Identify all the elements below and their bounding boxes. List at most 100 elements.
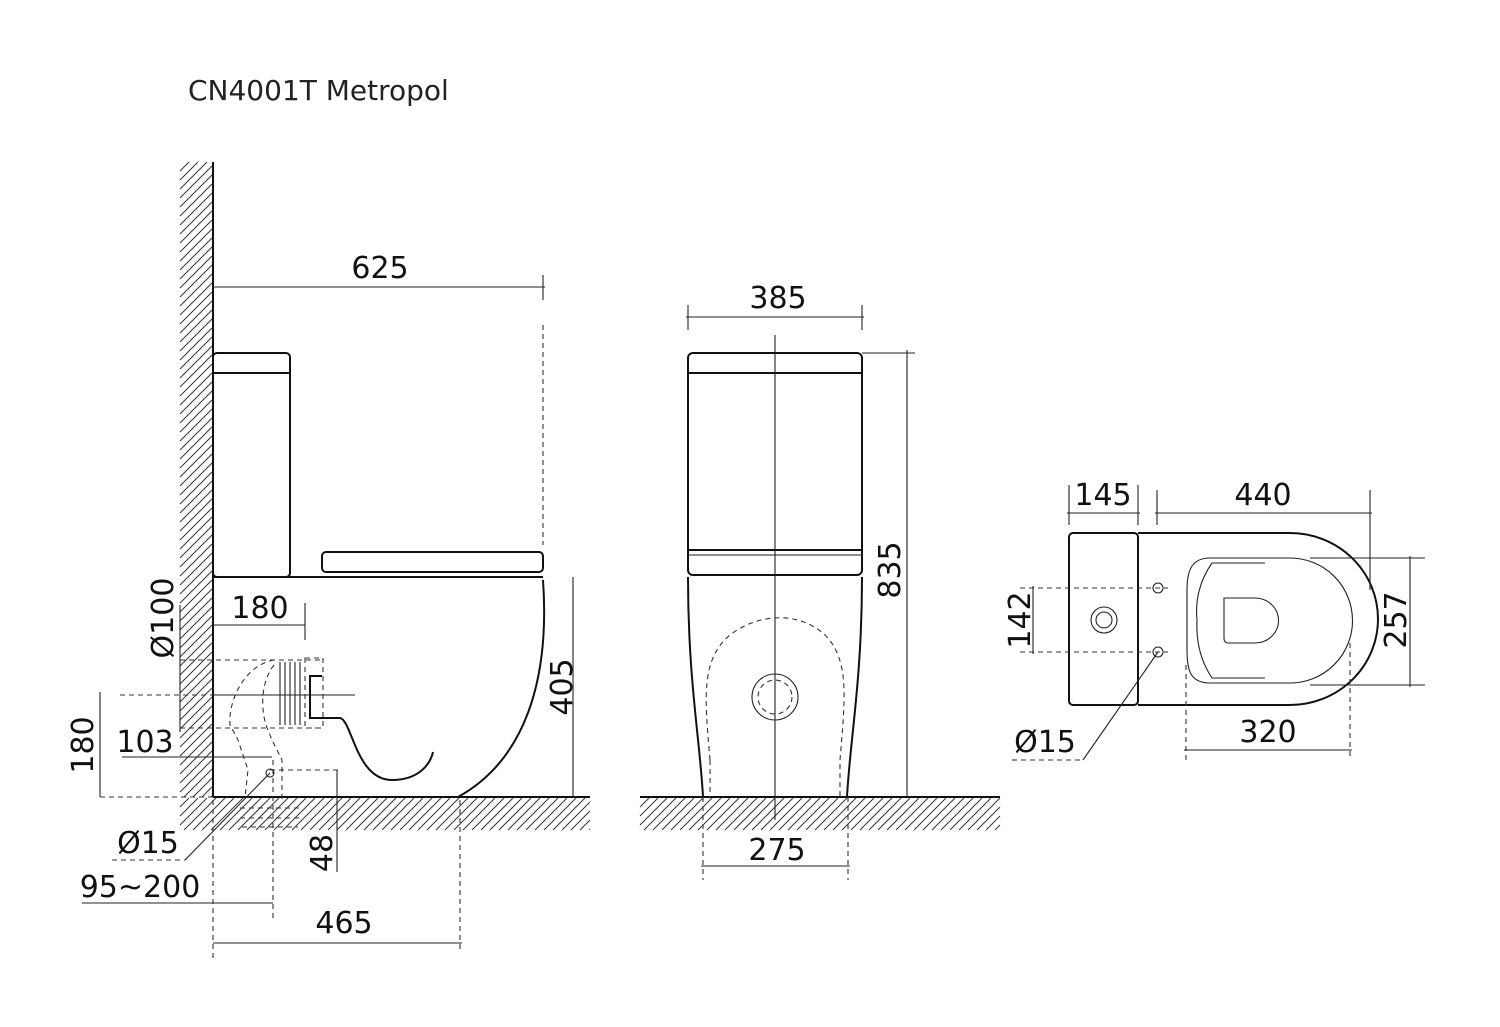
hatch-line <box>498 797 532 831</box>
hatch-line <box>179 660 213 694</box>
dim-180-top: 180 <box>231 591 288 626</box>
hatch-line <box>179 327 213 361</box>
flush-button-icon <box>1090 606 1118 634</box>
hatch-line <box>462 797 496 831</box>
hatch-line <box>179 480 213 514</box>
hatch-line <box>345 797 379 831</box>
hatch-line <box>805 797 839 831</box>
hatch-line <box>179 489 213 523</box>
hatch-line <box>192 777 213 798</box>
hatch-line <box>489 797 523 831</box>
bowl-top <box>1138 532 1379 706</box>
hatch-line <box>561 801 591 831</box>
hatch-line <box>179 797 199 817</box>
dim-465: 465 <box>315 906 372 941</box>
hatch-line <box>237 797 271 831</box>
hatch-line <box>507 797 541 831</box>
hatch-line <box>179 642 213 676</box>
hatch-line <box>179 797 190 808</box>
hatch-line <box>179 318 213 352</box>
hatch-line <box>670 797 704 831</box>
dim-142: 142 <box>1003 591 1038 648</box>
hatch-line <box>228 797 262 831</box>
floor-hatch-side <box>179 797 591 831</box>
hatch-line <box>579 819 591 831</box>
hatch-line <box>733 797 767 831</box>
hatch-line <box>859 797 893 831</box>
hatch-line <box>179 345 213 379</box>
dim-103: 103 <box>116 725 173 760</box>
hatch-line <box>372 797 406 831</box>
hatch-line <box>525 797 559 831</box>
hatch-line <box>179 161 199 181</box>
hatch-line <box>179 651 213 685</box>
hatch-line <box>179 534 213 568</box>
hatch-line <box>179 516 213 550</box>
wall-hatch <box>179 161 213 798</box>
dim-440: 440 <box>1234 478 1291 513</box>
hatch-line <box>179 462 213 496</box>
hatch-line <box>444 797 478 831</box>
hatch-line <box>639 797 668 826</box>
cistern-top <box>1068 532 1139 706</box>
hatch-line <box>426 797 460 831</box>
hatch-line <box>399 797 433 831</box>
hatch-line <box>192 797 226 831</box>
hatch-line <box>179 624 213 658</box>
hatch-line <box>179 561 213 595</box>
trap-curve <box>309 675 434 782</box>
hatch-line <box>291 797 325 831</box>
hatch-line <box>688 797 722 831</box>
hatch-line <box>877 797 911 831</box>
hatch-line <box>179 606 213 640</box>
hatch-line <box>179 633 213 667</box>
hatch-line <box>179 588 213 622</box>
hatch-line <box>949 797 983 831</box>
hatch-line <box>823 797 857 831</box>
hatch-line <box>913 797 947 831</box>
hatch-line <box>787 797 821 831</box>
hatch-line <box>381 797 415 831</box>
hatch-line <box>179 714 213 748</box>
fixing-hole <box>1152 646 1164 658</box>
hatch-line <box>706 797 740 831</box>
hatch-line <box>179 552 213 586</box>
dim-d100: Ø100 <box>146 578 181 659</box>
hatch-line <box>904 797 938 831</box>
hatch-line <box>814 797 848 831</box>
hatch-line <box>179 507 213 541</box>
hatch-line <box>179 237 213 271</box>
cistern-side <box>212 352 291 578</box>
hatch-line <box>435 797 469 831</box>
hatch-line <box>639 797 659 817</box>
hatch-line <box>179 161 190 172</box>
pan-connector <box>304 657 324 729</box>
hatch-line <box>179 372 213 406</box>
hatch-line <box>179 525 213 559</box>
hatch-line <box>179 426 213 460</box>
hatch-line <box>179 570 213 604</box>
hatch-line <box>273 797 307 831</box>
hatch-line <box>967 797 1001 831</box>
hatch-line <box>179 246 213 280</box>
hatch-line <box>769 797 803 831</box>
hatch-line <box>179 615 213 649</box>
drawing-title: CN4001T Metropol <box>188 74 449 107</box>
hatch-line <box>179 282 213 316</box>
hatch-line <box>453 797 487 831</box>
hatch-line <box>179 363 213 397</box>
hatch-line <box>760 797 794 831</box>
hatch-line <box>179 210 213 244</box>
hatch-line <box>179 174 213 208</box>
side-view: 625 180 Ø100 405 180 103 Ø15 48 95~200 4… <box>66 162 590 960</box>
hatch-line <box>778 797 812 831</box>
hatch-line <box>179 201 213 235</box>
hatch-line <box>300 797 334 831</box>
hatch-line <box>985 815 1001 831</box>
hatch-line <box>179 705 213 739</box>
hatch-line <box>679 797 713 831</box>
hatch-line <box>179 291 213 325</box>
hatch-line <box>661 797 695 831</box>
hatch-line <box>179 255 213 289</box>
